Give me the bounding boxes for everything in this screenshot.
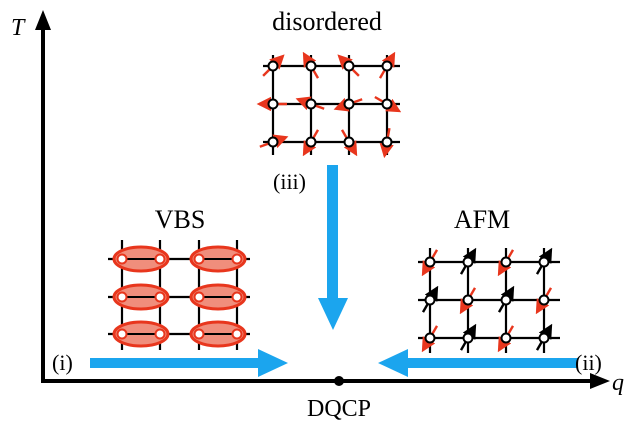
lattice-site xyxy=(500,332,512,344)
flow-arrows xyxy=(90,165,578,377)
disordered-title: disordered xyxy=(272,7,382,36)
lattice-site xyxy=(305,60,317,72)
lattice-site xyxy=(343,60,355,72)
dqcp-label: DQCP xyxy=(307,396,371,422)
lattice-site xyxy=(305,98,317,110)
lattice-site xyxy=(462,294,474,306)
axes xyxy=(35,10,610,389)
lattice-site xyxy=(538,294,550,306)
lattice-site xyxy=(424,332,436,344)
flow-arrow-afm xyxy=(378,349,578,377)
lattice-site xyxy=(267,98,279,110)
y-axis-arrowhead xyxy=(35,10,51,30)
lattice-site xyxy=(500,256,512,268)
dimer-site xyxy=(231,328,243,340)
dimer-site xyxy=(154,291,166,303)
lattice-site xyxy=(538,332,550,344)
x-axis-label: q xyxy=(612,370,624,396)
lattice-site xyxy=(343,136,355,148)
dimer-site xyxy=(116,328,128,340)
afm-title: AFM xyxy=(454,205,510,234)
vbs-title: VBS xyxy=(155,205,206,234)
lattice-site xyxy=(538,256,550,268)
dqcp-point xyxy=(334,376,344,386)
lattice-site xyxy=(305,136,317,148)
vbs-lattice xyxy=(108,240,250,350)
lattice-site xyxy=(267,136,279,148)
dimer-site xyxy=(193,253,205,265)
dimer-site xyxy=(193,328,205,340)
lattice-site xyxy=(462,256,474,268)
dimer-site xyxy=(231,253,243,265)
dimer-site xyxy=(154,328,166,340)
lattice-site xyxy=(462,332,474,344)
dimer-site xyxy=(231,291,243,303)
dimer-site xyxy=(154,253,166,265)
lattice-site xyxy=(381,136,393,148)
lattice-site xyxy=(424,256,436,268)
lattice-site xyxy=(381,60,393,72)
y-axis-label: T xyxy=(11,15,26,41)
lattice-site xyxy=(381,98,393,110)
dimer-site xyxy=(116,291,128,303)
route-label-i: (i) xyxy=(52,350,73,375)
disordered-lattice xyxy=(256,51,402,159)
flow-arrow-disordered xyxy=(318,165,348,330)
route-label-iii: (iii) xyxy=(273,169,306,194)
lattice-site xyxy=(500,294,512,306)
flow-arrow-vbs xyxy=(90,349,288,377)
dimer-site xyxy=(116,253,128,265)
dimer-site xyxy=(193,291,205,303)
route-label-ii: (ii) xyxy=(575,350,602,375)
afm-lattice xyxy=(418,247,560,353)
lattice-site xyxy=(343,98,355,110)
lattice-site xyxy=(424,294,436,306)
x-axis-arrowhead xyxy=(590,373,610,389)
lattice-site xyxy=(267,60,279,72)
